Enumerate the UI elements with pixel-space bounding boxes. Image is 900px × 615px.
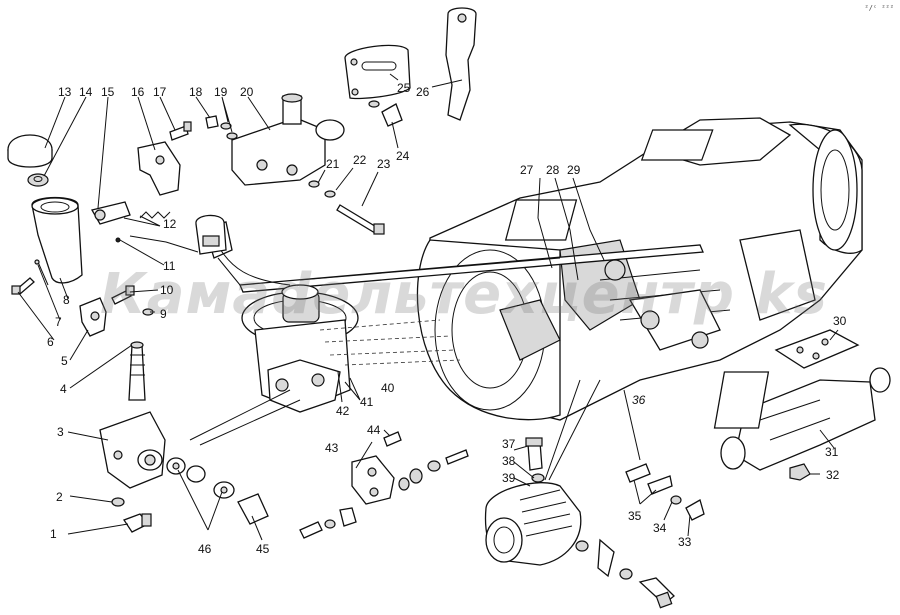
- callout-7: 7: [55, 315, 62, 329]
- shift-rod: [239, 244, 704, 293]
- bracket-43: [351, 455, 395, 505]
- callout-1: 1: [50, 527, 57, 541]
- callout-29: 29: [567, 163, 581, 177]
- callout-12: 12: [163, 217, 177, 231]
- bolt-23: [336, 204, 385, 235]
- callout-2: 2: [56, 490, 63, 504]
- callout-11: 11: [163, 259, 176, 273]
- bolt-33: [685, 499, 705, 521]
- callout-33: 33: [678, 535, 692, 549]
- handle-assembly: [195, 214, 227, 255]
- callout-21: 21: [326, 157, 340, 171]
- callout-13: 13: [58, 85, 72, 99]
- plate-30: [774, 329, 860, 369]
- callout-22: 22: [353, 153, 367, 167]
- bolt-10: [111, 285, 135, 305]
- shift-mechanism: [204, 221, 359, 413]
- callout-35: 35: [628, 509, 642, 523]
- housing-39: [484, 482, 582, 566]
- callout-8: 8: [63, 293, 70, 307]
- callout-3: 3: [57, 425, 64, 439]
- plate-25: [344, 44, 411, 100]
- callout-6: 6: [47, 335, 54, 349]
- spring-12: [139, 211, 171, 219]
- callout-10: 10: [160, 283, 174, 297]
- callout-38: 38: [502, 454, 516, 468]
- valve-body-3: [99, 411, 166, 489]
- callout-16: 16: [131, 85, 145, 99]
- nut-14: [27, 173, 49, 187]
- callout-17: 17: [153, 85, 167, 99]
- callout-4: 4: [60, 382, 67, 396]
- callout-9: 9: [160, 307, 167, 321]
- pin-7: [34, 259, 49, 286]
- clamp-5: [79, 297, 107, 337]
- callout-43: 43: [325, 441, 339, 455]
- callout-39: 39: [502, 471, 516, 485]
- washer-2: [111, 497, 125, 507]
- callout-26: 26: [416, 85, 430, 99]
- callout-18: 18: [189, 85, 203, 99]
- callout-45: 45: [256, 542, 270, 556]
- callout-15: 15: [101, 85, 115, 99]
- pin-11: [115, 237, 121, 243]
- washers-21-22: [308, 180, 336, 198]
- bolt-17: [169, 121, 192, 141]
- stem-4: [128, 341, 146, 401]
- callout-24: 24: [396, 149, 410, 163]
- boot-8: [31, 196, 83, 284]
- fasteners-bottom: [299, 449, 469, 539]
- gearbox-housing: [416, 117, 863, 421]
- washer-34: [670, 495, 682, 505]
- lever-15: [91, 201, 131, 225]
- bolt-44: [383, 431, 402, 447]
- bolt-24: [368, 100, 403, 127]
- callout-37: 37: [502, 437, 516, 451]
- callout-36: 36: [632, 393, 646, 407]
- bolt-lower-right: [575, 538, 675, 609]
- bolt-6: [11, 277, 35, 295]
- callout-28: 28: [546, 163, 560, 177]
- bolt-45: [237, 493, 269, 525]
- callout-32: 32: [826, 468, 840, 482]
- bolt-1: [123, 513, 152, 533]
- callout-30: 30: [833, 314, 847, 328]
- callout-27: 27: [520, 163, 534, 177]
- rings-46: [166, 457, 235, 499]
- nut-32: [789, 463, 811, 481]
- callout-41: 41: [360, 395, 374, 409]
- clips-35: [625, 463, 673, 495]
- valve-20: [231, 93, 345, 186]
- callout-31: 31: [825, 445, 839, 459]
- callout-5: 5: [61, 354, 68, 368]
- callout-44: 44: [367, 423, 381, 437]
- callout-40: 40: [381, 381, 395, 395]
- callout-46: 46: [198, 542, 212, 556]
- bracket-26: [445, 7, 477, 121]
- callout-42: 42: [336, 404, 350, 418]
- callout-23: 23: [377, 157, 391, 171]
- watermark-text: Камаdeльтехцентр ks: [100, 262, 828, 327]
- bolt-37: [525, 437, 545, 483]
- pins-18-19: [205, 115, 238, 140]
- callout-19: 19: [214, 85, 228, 99]
- cap-13: [7, 134, 53, 168]
- corner-mark: ²/ᶜ ²²²: [864, 4, 894, 12]
- bracket-16: [137, 141, 181, 196]
- callout-34: 34: [653, 521, 667, 535]
- callout-14: 14: [79, 85, 93, 99]
- leader-lines: [17, 73, 839, 541]
- callout-20: 20: [240, 85, 254, 99]
- callout-25: 25: [397, 81, 411, 95]
- cylinder-31: [713, 367, 891, 471]
